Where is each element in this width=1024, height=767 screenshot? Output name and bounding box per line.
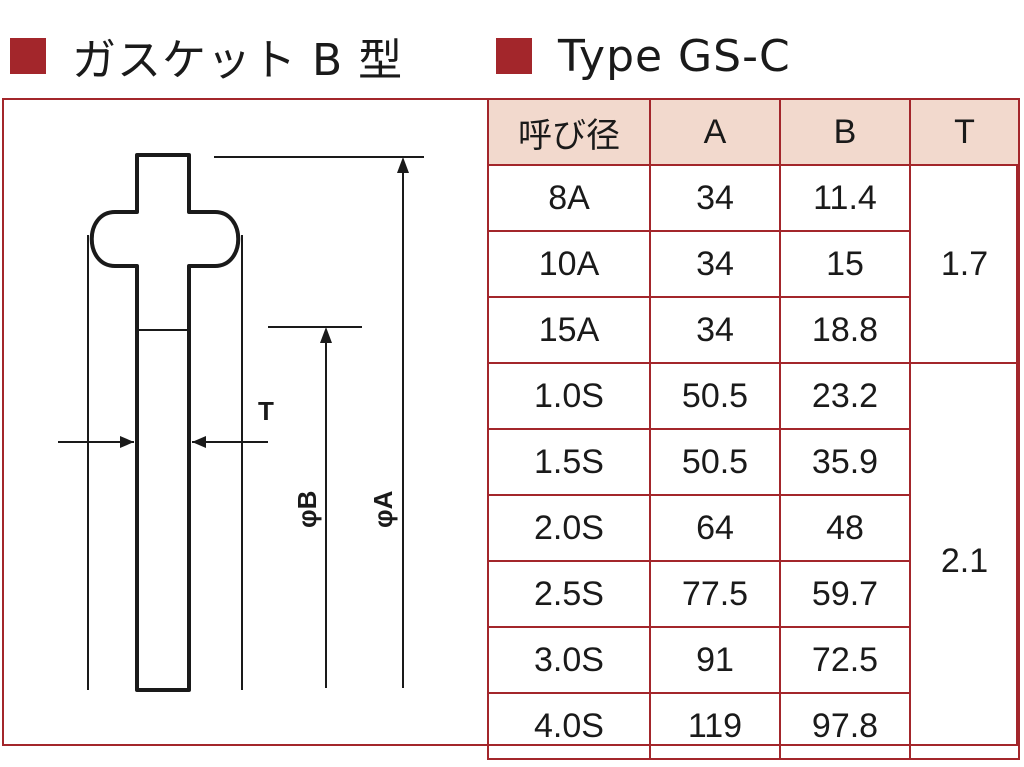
red-square-bullet-icon bbox=[10, 38, 46, 74]
cell-b: 11.4 bbox=[779, 164, 911, 232]
cell-a: 34 bbox=[649, 296, 781, 364]
cell-a: 64 bbox=[649, 494, 781, 562]
col-header-t: T bbox=[909, 98, 1020, 166]
cell-a: 77.5 bbox=[649, 560, 781, 628]
cell-a: 34 bbox=[649, 230, 781, 298]
gasket-diagram: T φB φA bbox=[58, 153, 424, 692]
cell-size: 10A bbox=[487, 230, 651, 298]
table-row: 15A 34 18.8 bbox=[487, 296, 1019, 364]
cell-a: 50.5 bbox=[649, 362, 781, 430]
right-heading: Type GS-C bbox=[496, 26, 791, 86]
cell-t: 2.1 bbox=[909, 362, 1020, 760]
col-header-a: A bbox=[649, 98, 781, 166]
table-row: 1.5S 50.5 35.9 bbox=[487, 428, 1019, 496]
cell-a: 119 bbox=[649, 692, 781, 760]
cell-size: 1.5S bbox=[487, 428, 651, 496]
phi-a-label: φA bbox=[368, 490, 398, 528]
cell-a: 50.5 bbox=[649, 428, 781, 496]
cell-a: 91 bbox=[649, 626, 781, 694]
cell-b: 48 bbox=[779, 494, 911, 562]
t-label: T bbox=[258, 396, 274, 426]
cell-size: 1.0S bbox=[487, 362, 651, 430]
arrow-up-icon bbox=[397, 157, 409, 173]
cell-b: 23.2 bbox=[779, 362, 911, 430]
arrow-up-icon bbox=[320, 327, 332, 343]
table-row: 2.0S 64 48 bbox=[487, 494, 1019, 562]
cell-size: 2.0S bbox=[487, 494, 651, 562]
cell-size: 4.0S bbox=[487, 692, 651, 760]
table-row: 10A 34 15 bbox=[487, 230, 1019, 298]
gasket-profile-shape bbox=[89, 153, 241, 692]
col-header-b: B bbox=[779, 98, 911, 166]
left-heading: ガスケット B 型 bbox=[10, 26, 403, 86]
cell-b: 59.7 bbox=[779, 560, 911, 628]
dimension-table: 呼び径 A B T 8A 34 11.4 1.7 10A 34 15 15A 3… bbox=[487, 98, 1020, 760]
cell-b: 35.9 bbox=[779, 428, 911, 496]
table-row: 1.0S 50.5 23.2 2.1 bbox=[487, 362, 1020, 760]
col-header-size: 呼び径 bbox=[487, 98, 651, 166]
cell-t: 1.7 bbox=[909, 164, 1020, 364]
cell-b: 15 bbox=[779, 230, 911, 298]
table-row: 3.0S 91 72.5 bbox=[487, 626, 1019, 694]
table-row: 2.5S 77.5 59.7 bbox=[487, 560, 1019, 628]
cell-size: 2.5S bbox=[487, 560, 651, 628]
cell-b: 18.8 bbox=[779, 296, 911, 364]
table-row: 4.0S 119 97.8 bbox=[487, 692, 1019, 760]
cell-a: 34 bbox=[649, 164, 781, 232]
cell-size: 8A bbox=[487, 164, 651, 232]
cell-size: 3.0S bbox=[487, 626, 651, 694]
cell-b: 72.5 bbox=[779, 626, 911, 694]
left-heading-text: ガスケット B 型 bbox=[72, 35, 404, 86]
cell-size: 15A bbox=[487, 296, 651, 364]
red-square-bullet-icon bbox=[496, 38, 532, 74]
arrow-left-icon bbox=[192, 436, 206, 448]
right-heading-text: Type GS-C bbox=[558, 30, 791, 82]
arrow-right-icon bbox=[120, 436, 134, 448]
phi-b-label: φB bbox=[292, 491, 322, 528]
cell-b: 97.8 bbox=[779, 692, 911, 760]
table-row: 8A 34 11.4 1.7 bbox=[487, 164, 1020, 364]
table-header-row: 呼び径 A B T bbox=[487, 98, 1020, 166]
